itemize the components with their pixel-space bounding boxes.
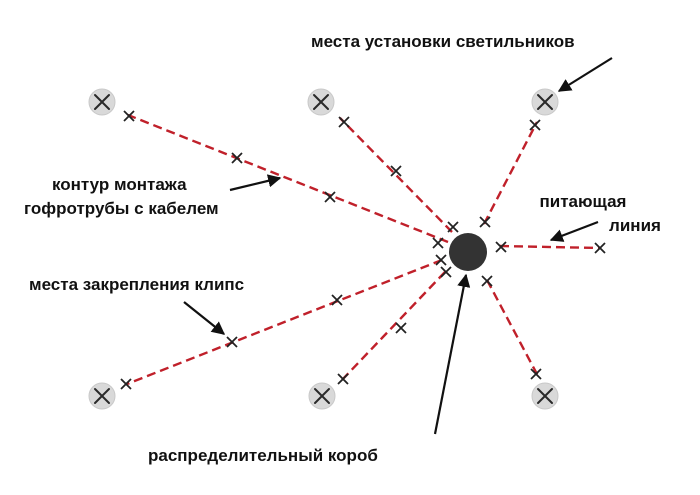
clip-x-icon: [395, 322, 407, 334]
label-conduit-line1: контур монтажа: [52, 175, 187, 194]
clip-x-icon: [435, 254, 447, 266]
wire-top-center: [339, 117, 453, 233]
clip-x-icon: [324, 191, 336, 203]
clip-x-icon: [529, 119, 541, 131]
clip-x-icon: [390, 165, 402, 177]
clip-x-icon: [495, 241, 507, 253]
clip-x-icon: [432, 237, 444, 249]
clip-x-icon: [123, 110, 135, 122]
clip-x-icon: [331, 294, 343, 306]
wires: [126, 113, 601, 386]
label-clips: места закрепления клипс: [29, 275, 244, 294]
lamp-x-icon: [531, 88, 559, 116]
arrow-junction-box: [433, 273, 471, 435]
arrow-supply: [549, 220, 599, 242]
lamp-fixtures: [88, 88, 559, 410]
junction-box: [449, 233, 487, 271]
wire-top-left: [127, 113, 449, 244]
lamp-x-icon: [308, 382, 336, 410]
arrow-clips: [183, 301, 226, 335]
clip-x-icon: [594, 242, 606, 254]
wire-bottom-center: [339, 271, 446, 383]
clip-x-icon: [447, 221, 459, 233]
clip-x-icon: [120, 378, 132, 390]
lamp-x-icon: [88, 382, 116, 410]
clip-x-icon: [231, 152, 243, 164]
wire-top-right: [482, 121, 539, 225]
label-supply-line2: линия: [609, 216, 661, 235]
label-fixtures: места установки светильников: [311, 32, 575, 51]
wire-supply: [499, 244, 601, 250]
clip-x-icon: [338, 116, 350, 128]
clip-x-icon: [481, 275, 493, 287]
arrow-conduit: [229, 174, 282, 192]
lamp-x-icon: [88, 88, 116, 116]
lamp-x-icon: [307, 88, 335, 116]
clip-x-icon: [440, 266, 452, 278]
clip-x-icon: [479, 216, 491, 228]
label-junction-box: распределительный короб: [148, 446, 378, 465]
wire-bottom-right: [485, 279, 540, 377]
clip-x-icon: [226, 336, 238, 348]
label-supply-line1: питающая: [540, 192, 627, 211]
pointer-arrows: [183, 57, 613, 435]
arrow-fixtures: [557, 57, 613, 92]
wire-bottom-left: [126, 258, 443, 386]
clip-marks: [120, 110, 606, 390]
clip-x-icon: [337, 373, 349, 385]
lamp-x-icon: [531, 382, 559, 410]
label-conduit-line2: гофротрубы с кабелем: [24, 199, 219, 218]
clip-x-icon: [530, 368, 542, 380]
